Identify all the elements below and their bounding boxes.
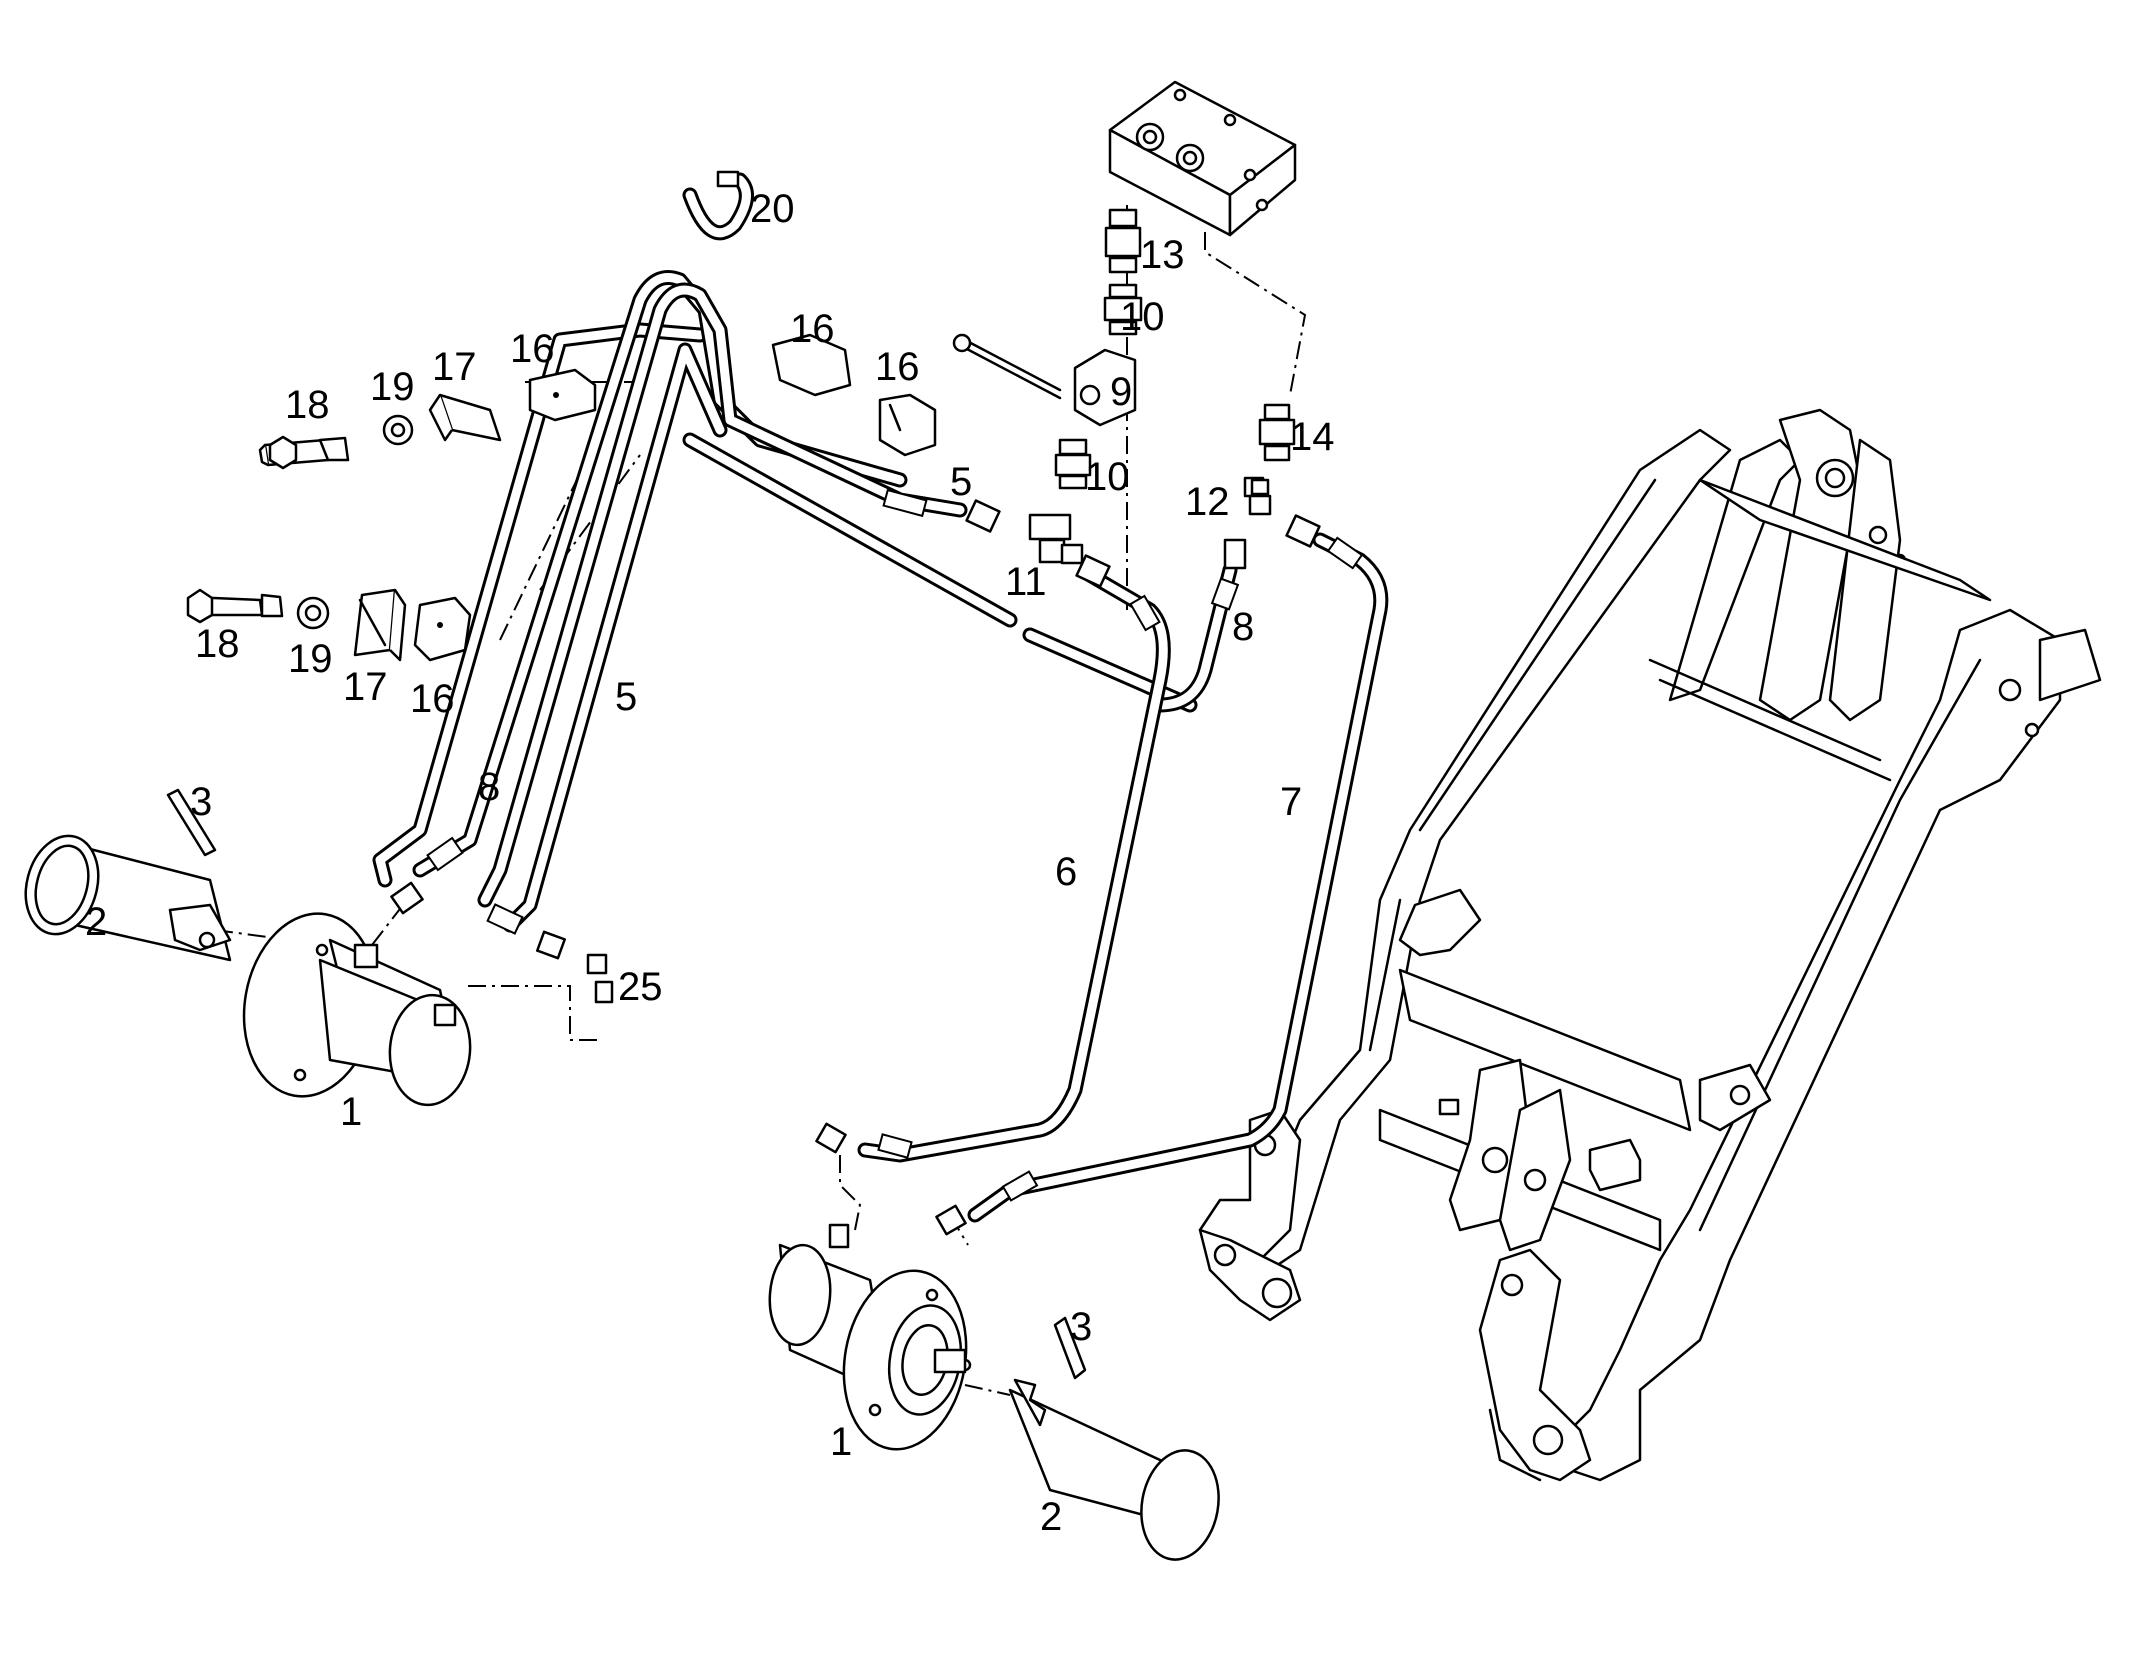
ball-valve-stack xyxy=(952,208,1143,490)
adapter-fittings xyxy=(1248,403,1296,516)
callout-25: 25 xyxy=(618,965,663,1009)
callout-19-upper: 19 xyxy=(370,365,415,409)
callout-12: 12 xyxy=(1185,480,1230,524)
callout-2-left: 2 xyxy=(85,900,107,944)
right-cylinder-assembly xyxy=(768,1223,1220,1561)
callout-5-upper: 5 xyxy=(950,460,972,504)
callout-16-d: 16 xyxy=(410,677,455,721)
callout-14: 14 xyxy=(1290,415,1335,459)
callout-2-right: 2 xyxy=(1040,1495,1062,1539)
bolts-18 xyxy=(186,435,298,624)
callout-10-lower: 10 xyxy=(1085,455,1130,499)
callout-16-c: 16 xyxy=(875,345,920,389)
callout-16-a: 16 xyxy=(510,327,555,371)
callout-20: 20 xyxy=(750,187,795,231)
pipe-fittings xyxy=(390,476,1321,1236)
tee-fitting xyxy=(1028,513,1084,565)
callout-11: 11 xyxy=(1005,560,1047,604)
callout-7: 7 xyxy=(1280,780,1302,824)
hose-clip xyxy=(682,170,754,241)
callout-1-right: 1 xyxy=(830,1420,852,1464)
valve-block xyxy=(1108,80,1297,237)
lower-clamp-set xyxy=(188,588,472,662)
callout-5-lower: 5 xyxy=(615,675,637,719)
callout-8-right: 8 xyxy=(1232,605,1254,649)
callout-19-lower: 19 xyxy=(288,637,333,681)
callout-18-lower: 18 xyxy=(195,622,240,666)
loader-frame xyxy=(1198,408,2102,1482)
callout-17-upper: 17 xyxy=(432,345,477,389)
callout-3-right: 3 xyxy=(1070,1305,1092,1349)
callout-17-lower: 17 xyxy=(343,665,388,709)
callout-10-upper: 10 xyxy=(1120,295,1165,339)
hydraulic-pipes xyxy=(372,270,1389,1236)
left-cylinder-assembly xyxy=(24,788,472,1107)
callout-8-left: 8 xyxy=(478,765,500,809)
callout-16-b: 16 xyxy=(790,307,835,351)
callout-13: 13 xyxy=(1140,233,1185,277)
callout-9: 9 xyxy=(1110,370,1132,414)
callout-18-upper: 18 xyxy=(285,383,330,427)
callout-3-left: 3 xyxy=(190,780,212,824)
callout-1-left: 1 xyxy=(340,1090,362,1134)
callout-6: 6 xyxy=(1055,850,1077,894)
callout-labels: 1 1 2 2 3 3 5 5 6 7 8 8 9 10 10 11 12 13… xyxy=(85,187,1335,1539)
upper-clamp-set xyxy=(258,333,937,467)
